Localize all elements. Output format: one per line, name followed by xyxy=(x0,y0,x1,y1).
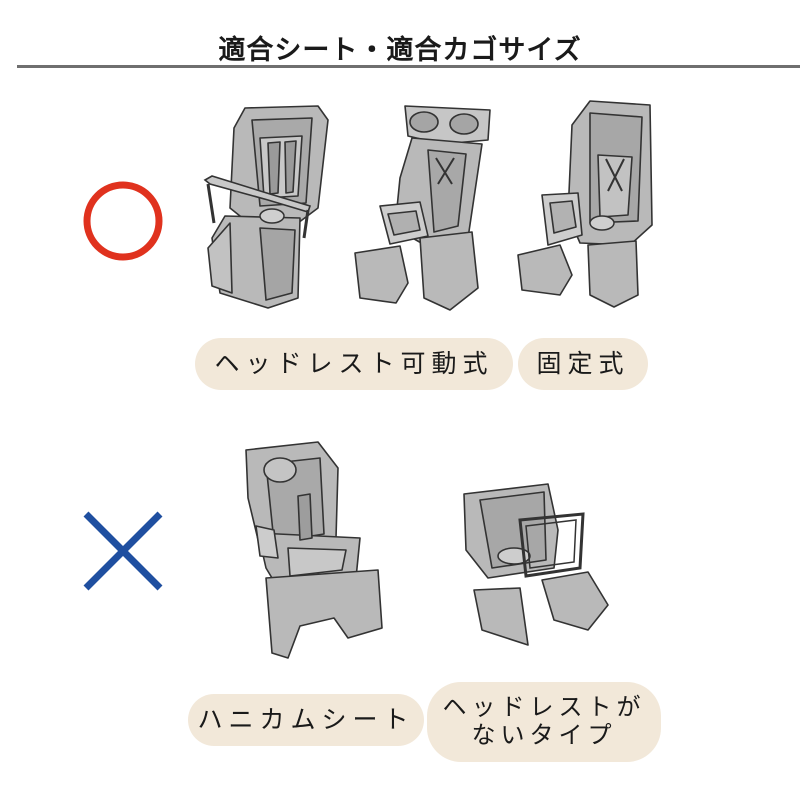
label-no-headrest-text: ヘッドレストが ないタイプ xyxy=(442,693,646,749)
cross-ng-icon xyxy=(83,511,163,591)
seat-headrest-adjustable-b-image xyxy=(354,105,491,311)
seat-fixed-image xyxy=(517,100,653,308)
label-headrest-adjustable: ヘッドレスト可動式 xyxy=(195,338,513,390)
label-fixed: 固定式 xyxy=(518,338,648,390)
seat-headrest-adjustable-a-image xyxy=(203,105,329,309)
page-title: 適合シート・適合カゴサイズ xyxy=(218,35,582,66)
seat-no-headrest-image xyxy=(463,483,609,646)
title-divider xyxy=(17,65,800,68)
seat-honeycomb-image xyxy=(245,441,383,659)
label-no-headrest: ヘッドレストが ないタイプ xyxy=(427,682,661,762)
circle-ok-icon xyxy=(83,181,163,261)
label-honeycomb: ハニカムシート xyxy=(188,694,424,746)
